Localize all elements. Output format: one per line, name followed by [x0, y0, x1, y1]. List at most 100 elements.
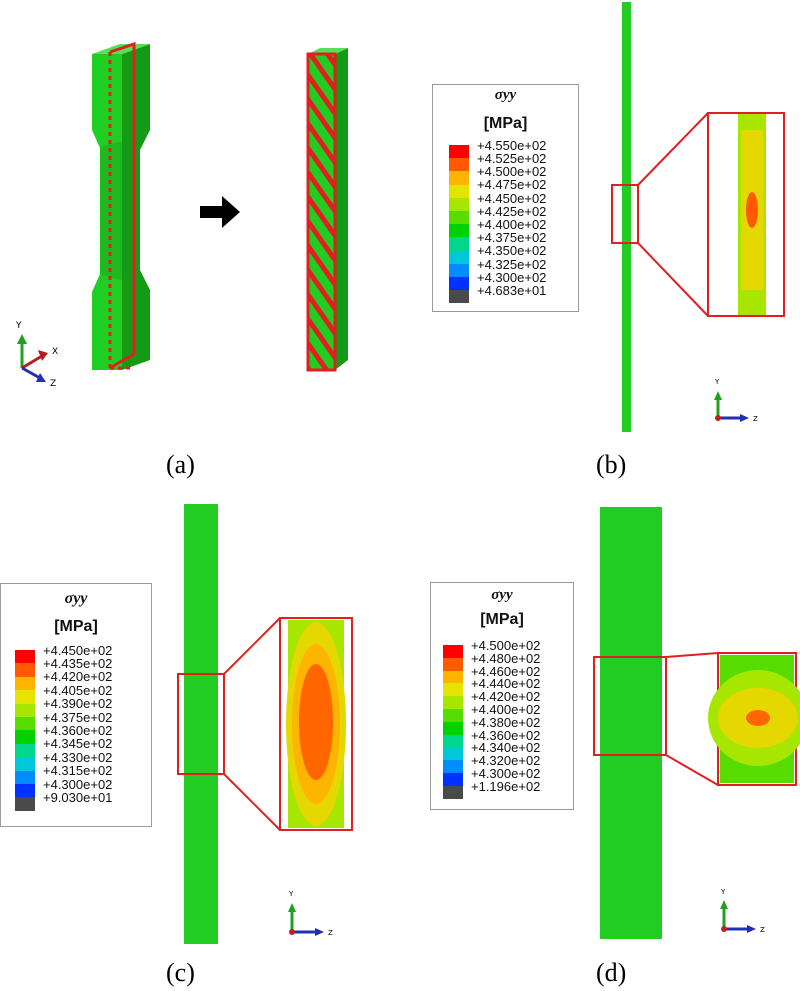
- legend-value-label: +4.480e+02: [471, 650, 541, 666]
- legend-value-label: +4.435e+02: [43, 656, 113, 672]
- legend-value-label: +4.400e+02: [471, 701, 541, 717]
- legend-swatch: [449, 171, 469, 185]
- legend-value-label: +4.360e+02: [43, 723, 113, 739]
- legend-swatch: [443, 721, 463, 735]
- highlight-box-d: [593, 656, 667, 756]
- legend-value-label: +4.375e+02: [477, 230, 547, 246]
- zoom-view-b: [707, 112, 785, 317]
- panel-b-figure: Y Z: [611, 2, 785, 432]
- highlight-box-c: [177, 673, 225, 775]
- legend-value-label: +4.300e+02: [477, 269, 547, 285]
- legend-value-label: +4.420e+02: [471, 689, 541, 705]
- legend-swatch: [15, 730, 35, 744]
- legend-value-label: +4.450e+02: [43, 642, 113, 658]
- legend-swatch: [15, 663, 35, 677]
- legend-value-label: +4.375e+02: [43, 709, 113, 725]
- legend-swatch: [443, 734, 463, 748]
- caption-b: (b): [596, 450, 627, 479]
- legend-value-label: +4.525e+02: [477, 150, 547, 166]
- legend-swatch: [15, 784, 35, 798]
- legend-swatch: [15, 743, 35, 758]
- legend-symbol-d: σyy: [491, 587, 513, 603]
- legend-value-label: +4.320e+02: [471, 753, 541, 769]
- legend-b: σyy [MPa] +4.550e+02+4.525e+02+4.500e+02…: [432, 84, 579, 312]
- legend-swatch: [449, 290, 469, 304]
- legend-unit-d: [MPa]: [480, 611, 524, 628]
- legend-value-label: +9.030e+01: [43, 790, 113, 806]
- legend-value-label: +4.390e+02: [43, 696, 113, 712]
- panel-c-figure: Y Z: [177, 504, 353, 944]
- legend-swatch: [15, 650, 35, 664]
- axis-x-label-a: X: [52, 347, 58, 357]
- caption-c: (c): [166, 958, 195, 987]
- legend-swatch: [449, 145, 469, 159]
- legend-swatch: [449, 277, 469, 291]
- legend-c: σyy [MPa] +4.450e+02+4.435e+02+4.420e+02…: [0, 583, 152, 827]
- legend-value-label: +4.550e+02: [477, 137, 547, 153]
- legend-symbol-b: σyy: [494, 87, 517, 103]
- legend-swatch: [15, 717, 35, 731]
- caption-a: (a): [166, 450, 195, 479]
- specimen-3d-sectioned: [306, 48, 348, 372]
- legend-swatch: [443, 645, 463, 658]
- legend-value-label: +4.500e+02: [477, 164, 547, 180]
- legend-swatch: [449, 263, 469, 277]
- legend-value-label: +4.440e+02: [471, 676, 541, 692]
- axis-y-label-a: Y: [15, 321, 22, 331]
- legend-value-label: +4.315e+02: [43, 763, 113, 779]
- legend-swatch: [15, 690, 35, 704]
- legend-value-label: +4.475e+02: [477, 177, 547, 193]
- legend-value-label: +4.350e+02: [477, 243, 547, 259]
- axis-y-label-b: Y: [714, 378, 720, 386]
- legend-value-label: +4.450e+02: [477, 190, 547, 206]
- legend-value-label: +4.325e+02: [477, 256, 547, 272]
- legend-swatch: [449, 184, 469, 198]
- axis-z-label-c: Z: [328, 929, 333, 937]
- legend-value-label: +4.300e+02: [43, 776, 113, 792]
- legend-swatch: [449, 211, 469, 225]
- zoom-view-d: [708, 652, 800, 786]
- legend-value-label: +4.460e+02: [471, 663, 541, 679]
- legend-swatch: [15, 676, 35, 691]
- legend-swatch: [15, 797, 35, 811]
- specimen-3d-left: [92, 41, 150, 370]
- legend-d: σyy [MPa] +4.500e+02+4.480e+02+4.460e+02…: [430, 582, 574, 810]
- legend-swatch: [443, 657, 463, 671]
- legend-unit-c: [MPa]: [54, 618, 98, 635]
- panel-a-figure: Y X Z: [15, 41, 348, 389]
- legend-swatch: [15, 757, 35, 771]
- legend-swatch: [443, 696, 463, 709]
- axis-triad-c: Y Z: [288, 890, 333, 937]
- caption-d: (d): [596, 958, 627, 987]
- legend-value-label: +1.196e+02: [471, 778, 541, 794]
- axis-z-label-b: Z: [753, 415, 758, 423]
- legend-swatch: [449, 237, 469, 251]
- axis-triad-a: Y X Z: [15, 321, 58, 389]
- legend-swatch: [443, 773, 463, 786]
- legend-swatch: [443, 709, 463, 722]
- legend-value-label: +4.340e+02: [471, 740, 541, 756]
- legend-swatch: [449, 250, 469, 264]
- legend-swatch: [443, 747, 463, 761]
- legend-swatch: [443, 683, 463, 697]
- highlight-box-b: [611, 184, 639, 244]
- legend-value-label: +4.500e+02: [471, 637, 541, 653]
- legend-swatch: [443, 760, 463, 773]
- legend-unit-b: [MPa]: [483, 115, 528, 132]
- legend-swatch: [443, 785, 463, 799]
- axis-y-label-d: Y: [720, 888, 726, 896]
- specimen-strip-b: [622, 2, 631, 432]
- legend-value-label: +4.330e+02: [43, 749, 113, 765]
- legend-swatch: [15, 770, 35, 784]
- legend-value-label: +4.683e+01: [477, 282, 547, 298]
- legend-value-label: +4.405e+02: [43, 682, 113, 698]
- legend-value-label: +4.300e+02: [471, 765, 541, 781]
- specimen-strip-d: [600, 507, 662, 939]
- specimen-strip-c: [184, 504, 218, 944]
- panel-d-figure: Y Z: [593, 507, 800, 939]
- legend-swatch: [443, 670, 463, 684]
- legend-value-label: +4.420e+02: [43, 669, 113, 685]
- axis-z-label-d: Z: [760, 926, 765, 934]
- axis-triad-b: Y Z: [714, 378, 758, 423]
- legend-value-label: +4.400e+02: [477, 216, 547, 232]
